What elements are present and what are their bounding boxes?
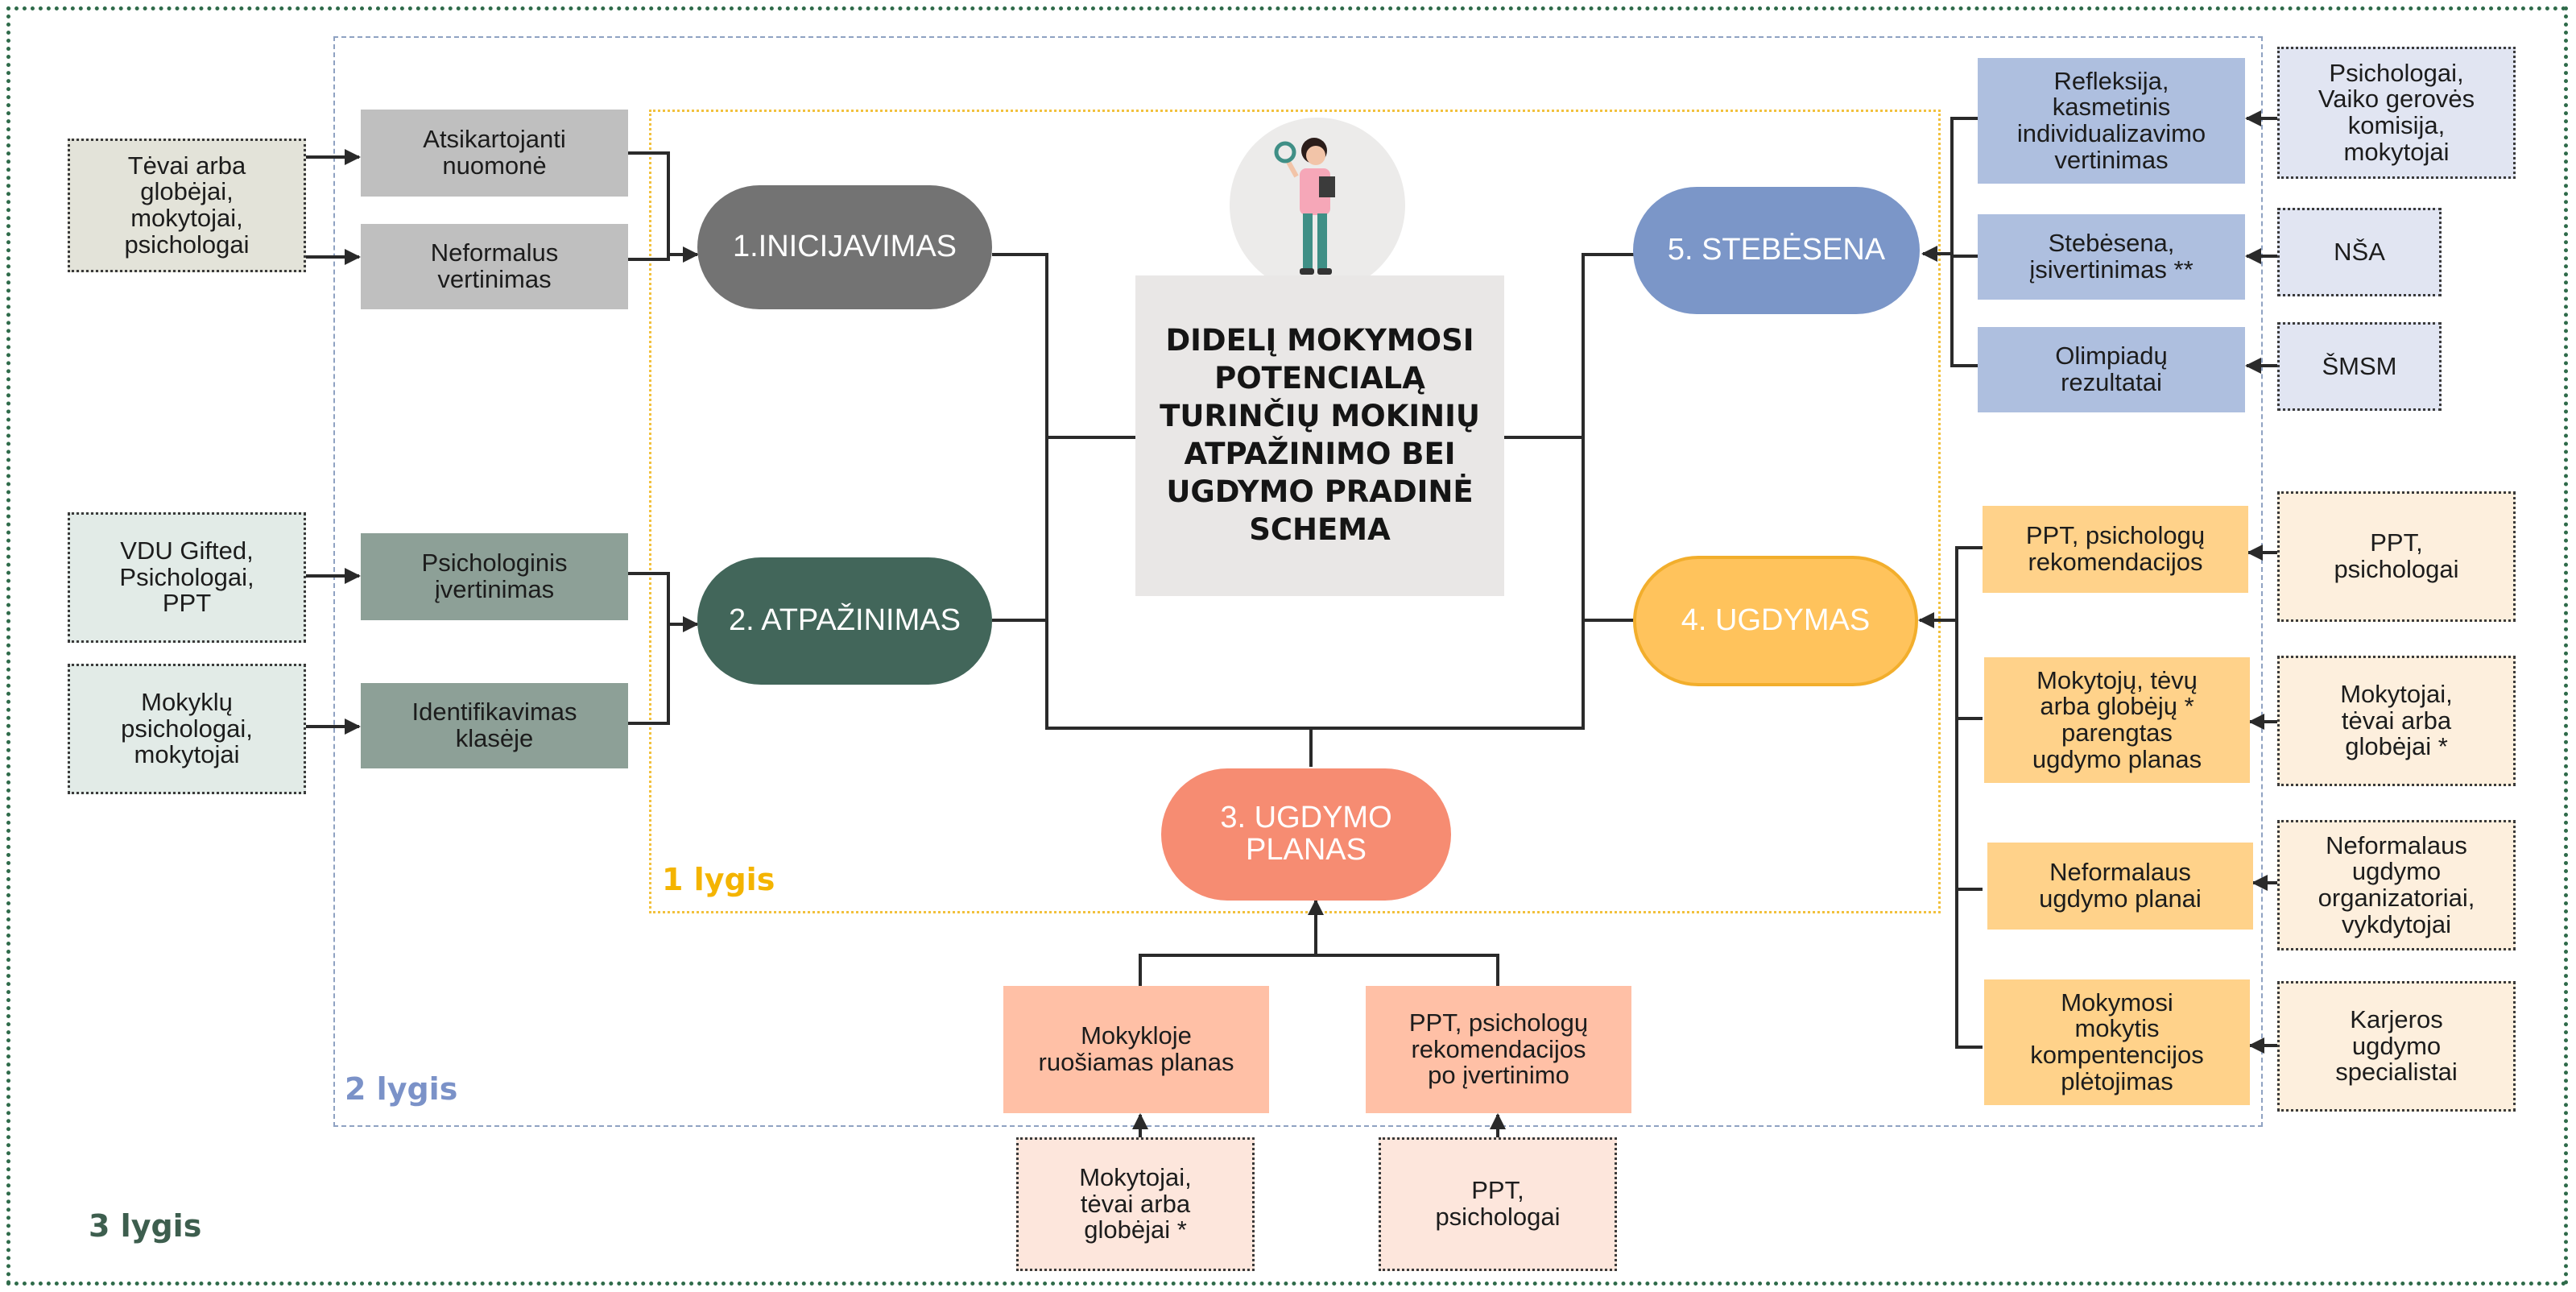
level-1-label: 1 lygis <box>662 862 775 897</box>
stage-initiation: 1.INICIJAVIMAS <box>697 185 992 309</box>
recognition-source: Mokyklų psichologai, mokytojai <box>68 664 306 794</box>
monitoring-source: ŠMSM <box>2277 322 2442 411</box>
monitoring-item: Olimpiadų rezultatai <box>1978 327 2245 412</box>
recognition-item: Identifikavimas klasėje <box>361 683 628 768</box>
monitoring-source: Psichologai, Vaiko gerovės komisija, mok… <box>2277 47 2516 179</box>
education-item: Neformalaus ugdymo planai <box>1987 843 2253 930</box>
student-with-magnifier-illustration <box>1274 138 1335 275</box>
plan-source: PPT, psichologai <box>1379 1137 1617 1271</box>
stage-education: 4. UGDYMAS <box>1633 556 1918 686</box>
education-item: PPT, psichologų rekomendacijos <box>1983 506 2248 593</box>
merge-bracket <box>1955 546 1983 1049</box>
plan-item: Mokykloje ruošiamas planas <box>1003 986 1269 1113</box>
education-item: Mokymosi mokytis kompentencijos plėtojim… <box>1984 979 2250 1105</box>
education-source: Mokytojai, tėvai arba globėjai * <box>2277 656 2516 786</box>
plan-item: PPT, psichologų rekomendacijos po įverti… <box>1366 986 1631 1113</box>
recognition-item: Psichologinis įvertinimas <box>361 533 628 620</box>
level-3-frame <box>6 6 2568 1286</box>
plan-source: Mokytojai, tėvai arba globėjai * <box>1016 1137 1255 1271</box>
monitoring-source: NŠA <box>2277 208 2442 296</box>
merge-bracket <box>1139 954 1499 986</box>
monitoring-item: Refleksija, kasmetinis individualizavimo… <box>1978 58 2245 184</box>
level-1-frame <box>649 110 1941 913</box>
hub-connector <box>992 253 1635 730</box>
level-3-label: 3 lygis <box>89 1208 202 1244</box>
merge-bracket <box>628 572 670 725</box>
recognition-source: VDU Gifted, Psichologai, PPT <box>68 512 306 643</box>
monitoring-item: Stebėsena, įsivertinimas ** <box>1978 214 2245 300</box>
initiation-item: Neformalus vertinimas <box>361 224 628 309</box>
schema-title: DIDELĮ MOKYMOSI POTENCIALĄ TURINČIŲ MOKI… <box>1135 275 1504 596</box>
stage-recognition: 2. ATPAŽINIMAS <box>697 557 992 685</box>
level-2-label: 2 lygis <box>345 1071 458 1107</box>
stage-monitoring: 5. STEBĖSENA <box>1633 187 1920 314</box>
level-2-frame <box>333 36 2263 1127</box>
initiation-item: Atsikartojanti nuomonė <box>361 110 628 197</box>
merge-bracket <box>1950 117 1978 367</box>
initiation-source: Tėvai arba globėjai, mokytojai, psicholo… <box>68 139 306 272</box>
education-source: Neformalaus ugdymo organizatoriai, vykdy… <box>2277 820 2516 950</box>
stage-plan: 3. UGDYMO PLANAS <box>1161 768 1451 901</box>
education-item: Mokytojų, tėvų arba globėjų * parengtas … <box>1984 657 2250 783</box>
merge-bracket <box>628 151 670 261</box>
education-source: Karjeros ugdymo specialistai <box>2277 981 2516 1112</box>
education-source: PPT, psichologai <box>2277 491 2516 622</box>
